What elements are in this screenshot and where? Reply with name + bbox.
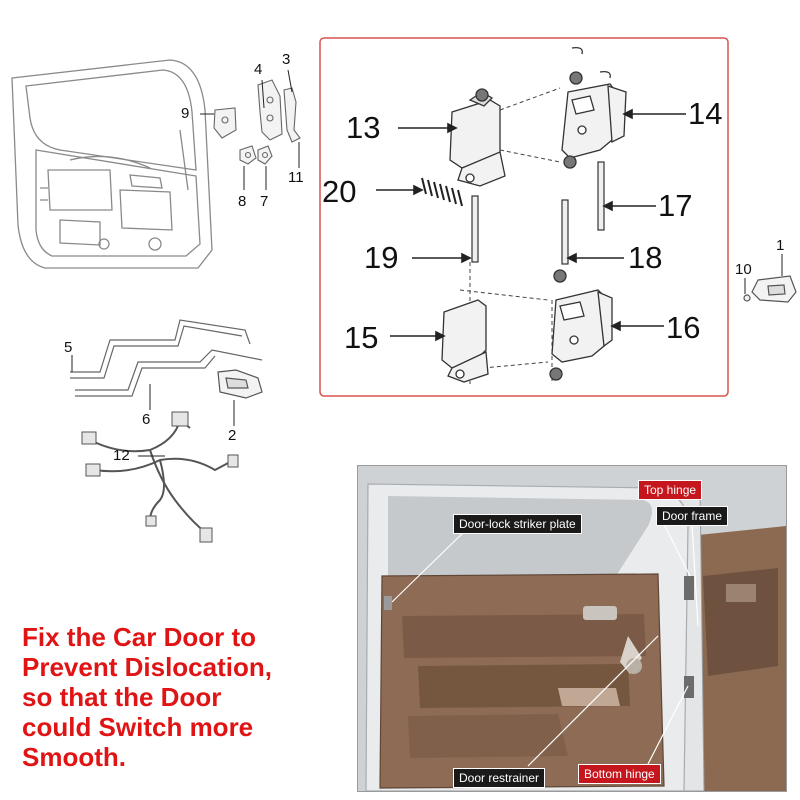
part-number-7: 7	[260, 193, 269, 210]
rod-leader-lines	[71, 355, 151, 410]
label-striker-plate: Door-lock striker plate	[453, 514, 582, 534]
outside-handle-drawing	[743, 275, 797, 303]
caption-line-5: Smooth.	[22, 742, 126, 772]
upper-body-hinge-drawing	[561, 46, 627, 169]
lock-rods-drawing	[70, 319, 263, 397]
label-bottom-hinge: Bottom hinge	[578, 764, 661, 784]
part-number-6: 6	[142, 411, 151, 428]
part-number-10: 10	[735, 261, 752, 278]
part-number-14: 14	[688, 96, 723, 131]
part-number-18: 18	[628, 240, 663, 275]
part-number-17: 17	[658, 188, 693, 223]
part-number-8: 8	[238, 193, 247, 210]
upper-door-hinge-drawing	[449, 88, 506, 187]
part-number-16: 16	[666, 310, 701, 345]
part-number-9: 9	[181, 105, 190, 122]
wiring-harness-drawing	[89, 419, 231, 533]
door-shell-drawing	[11, 59, 213, 269]
part-number-3: 3	[282, 51, 291, 68]
part-number-12: 12	[113, 447, 130, 464]
latch-leader-lines	[200, 69, 300, 190]
label-top-hinge: Top hinge	[638, 480, 703, 500]
latch-parts-drawing	[213, 79, 301, 165]
caption-line-2: Prevent Dislocation,	[22, 652, 272, 682]
part-number-15: 15	[344, 320, 379, 355]
hinge-highlight-box	[319, 37, 729, 397]
inside-handle-drawing	[217, 369, 263, 399]
hinge-pins-drawing	[471, 161, 605, 265]
part-number-1: 1	[776, 237, 785, 254]
promo-caption: Fix the Car Door to Prevent Dislocation,…	[22, 622, 352, 772]
part-number-11: 11	[288, 169, 304, 186]
door-photo-illustration	[358, 466, 786, 791]
part-number-2: 2	[228, 427, 237, 444]
caption-line-1: Fix the Car Door to	[22, 622, 257, 652]
lower-door-hinge-drawing	[441, 299, 489, 383]
label-door-frame: Door frame	[656, 506, 729, 526]
part-number-13: 13	[346, 110, 381, 145]
lower-body-hinge-drawing	[549, 269, 613, 381]
caption-line-3: so that the Door	[22, 682, 222, 712]
part-number-5: 5	[64, 339, 73, 356]
spring-drawing	[421, 177, 463, 207]
outside-handle-leader-lines	[744, 254, 783, 294]
door-photo-panel: Door-lock striker plate Top hinge Door f…	[357, 465, 787, 792]
part-number-19: 19	[364, 240, 399, 275]
part-number-20: 20	[322, 174, 357, 209]
callout-arrows	[376, 108, 686, 342]
wiring-connectors-drawing	[81, 411, 239, 543]
part-number-4: 4	[254, 61, 263, 78]
caption-line-4: could Switch more	[22, 712, 254, 742]
label-door-restrainer: Door restrainer	[453, 768, 546, 788]
